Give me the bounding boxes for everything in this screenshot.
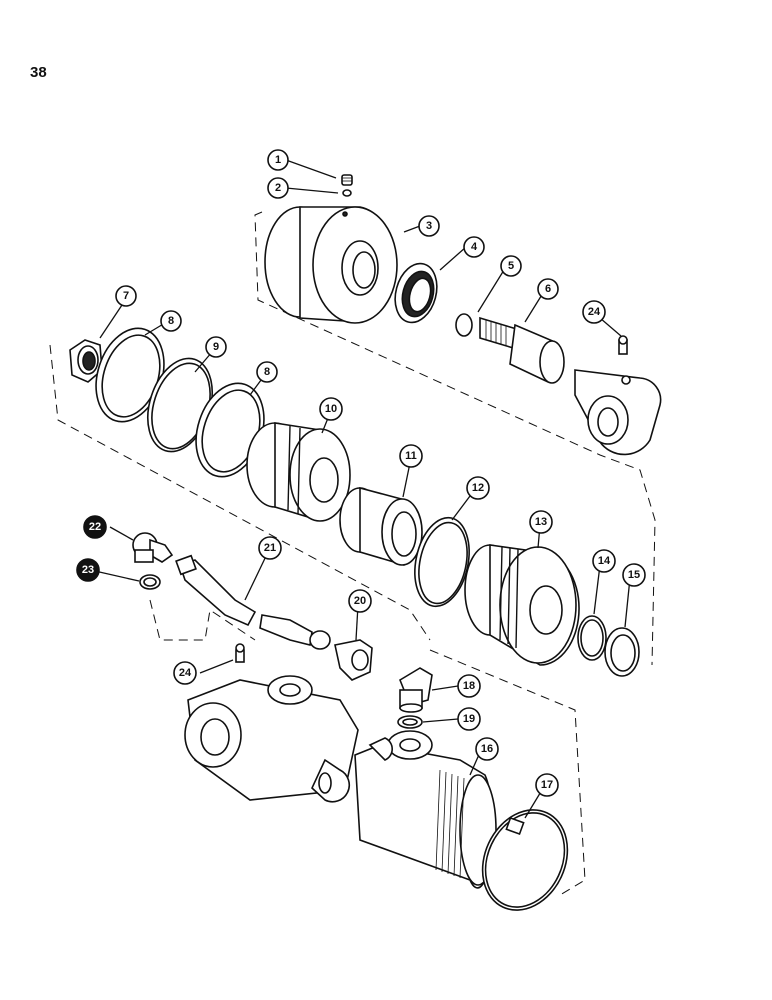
part-fitting-18 [399,667,433,713]
svg-text:9: 9 [213,341,219,353]
part-grease-fitting-lower [235,643,245,663]
callout-24-lower: 24 [173,661,197,685]
callout-11: 11 [399,444,423,468]
part-rod [479,316,565,384]
part-gland [464,544,580,666]
callout-17: 17 [535,773,559,797]
part-elbow-20 [334,639,373,681]
assembly-outline-middle [49,344,431,641]
part-grease-fitting-upper [618,335,628,355]
svg-text:7: 7 [123,290,129,302]
callout-18: 18 [457,674,481,698]
svg-text:22: 22 [89,521,101,533]
callout-15: 15 [622,563,646,587]
svg-text:6: 6 [545,283,551,295]
callout-1: 1 [267,149,289,171]
part-backup-ring-2 [195,382,265,478]
callout-4: 4 [463,236,485,258]
svg-text:8: 8 [168,315,174,327]
svg-text:13: 13 [535,516,547,528]
svg-text:5: 5 [508,260,514,272]
callout-14: 14 [592,549,616,573]
svg-text:14: 14 [598,555,611,567]
part-head [264,206,398,324]
part-piston [246,422,351,522]
svg-text:16: 16 [481,743,493,755]
svg-text:2: 2 [275,182,281,194]
assembly-outline-upper [254,211,656,666]
svg-text:3: 3 [426,220,432,232]
part-ball [342,189,352,197]
svg-text:10: 10 [325,403,337,415]
callout-19: 19 [457,707,481,731]
callout-10: 10 [319,397,343,421]
callout-22: 22 [83,515,107,539]
callout-8-lower: 8 [256,361,278,383]
svg-text:20: 20 [354,595,366,607]
callout-20: 20 [348,589,372,613]
callout-13: 13 [529,510,553,534]
part-rod-eye [574,369,662,456]
svg-text:4: 4 [471,241,478,253]
callout-16: 16 [475,737,499,761]
part-set-screw [341,174,353,186]
callout-9: 9 [205,336,227,358]
part-backup-ring-1 [95,327,165,423]
svg-text:8: 8 [264,366,270,378]
part-spacer [339,486,423,566]
svg-text:24: 24 [588,306,601,318]
part-tube [175,554,331,650]
part-base-end [184,675,359,803]
svg-text:12: 12 [472,482,484,494]
svg-text:24: 24 [179,667,192,679]
part-barrel [354,730,497,889]
callout-7: 7 [115,285,137,307]
part-elbow-fitting [132,532,174,563]
svg-text:23: 23 [82,564,94,576]
part-wiper-15 [604,627,640,677]
part-snap-ring [455,313,473,337]
callout-21: 21 [258,536,282,560]
callout-5: 5 [500,255,522,277]
svg-text:11: 11 [405,450,417,462]
part-hose-clamp [481,809,569,911]
callout-12: 12 [466,476,490,500]
svg-text:19: 19 [463,713,475,725]
svg-text:17: 17 [541,779,553,791]
svg-text:1: 1 [275,154,281,166]
part-seal [394,262,438,324]
callout-24-upper: 24 [582,300,606,324]
callout-2: 2 [267,177,289,199]
svg-text:18: 18 [463,680,475,692]
callout-23: 23 [76,558,100,582]
callout-8-upper: 8 [160,310,182,332]
svg-text:15: 15 [628,569,640,581]
page-number: 38 [30,64,47,81]
assembly-outline-barrel [429,649,586,896]
callout-3: 3 [418,215,440,237]
part-nut [69,339,103,383]
callout-6: 6 [537,278,559,300]
svg-text:21: 21 [264,542,276,554]
